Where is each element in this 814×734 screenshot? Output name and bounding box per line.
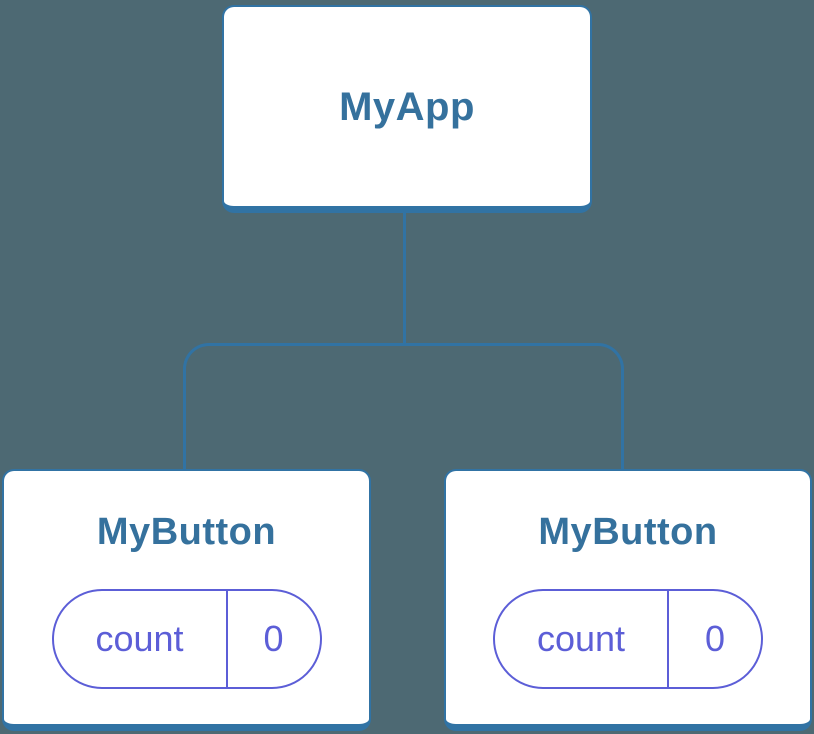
state-value-label: 0 (263, 617, 284, 659)
state-key-label: count (536, 617, 626, 659)
node-mybutton-1: MyButton count 0 (2, 469, 371, 731)
connector-branch (183, 343, 624, 469)
state-pill-divider (667, 590, 669, 687)
node-mybutton-2: MyButton count 0 (444, 469, 812, 731)
node-myapp: MyApp (222, 5, 592, 213)
node-mybutton-1-label: MyButton (96, 511, 277, 553)
state-pill-2: count 0 (493, 588, 763, 689)
node-myapp-label: MyApp (339, 84, 475, 129)
state-key-label: count (95, 617, 184, 659)
connector-stem (403, 213, 406, 343)
state-value-label: 0 (704, 617, 726, 659)
state-pill-divider (225, 590, 228, 687)
state-pill-1: count 0 (51, 588, 322, 689)
node-mybutton-2-label: MyButton (538, 511, 718, 553)
